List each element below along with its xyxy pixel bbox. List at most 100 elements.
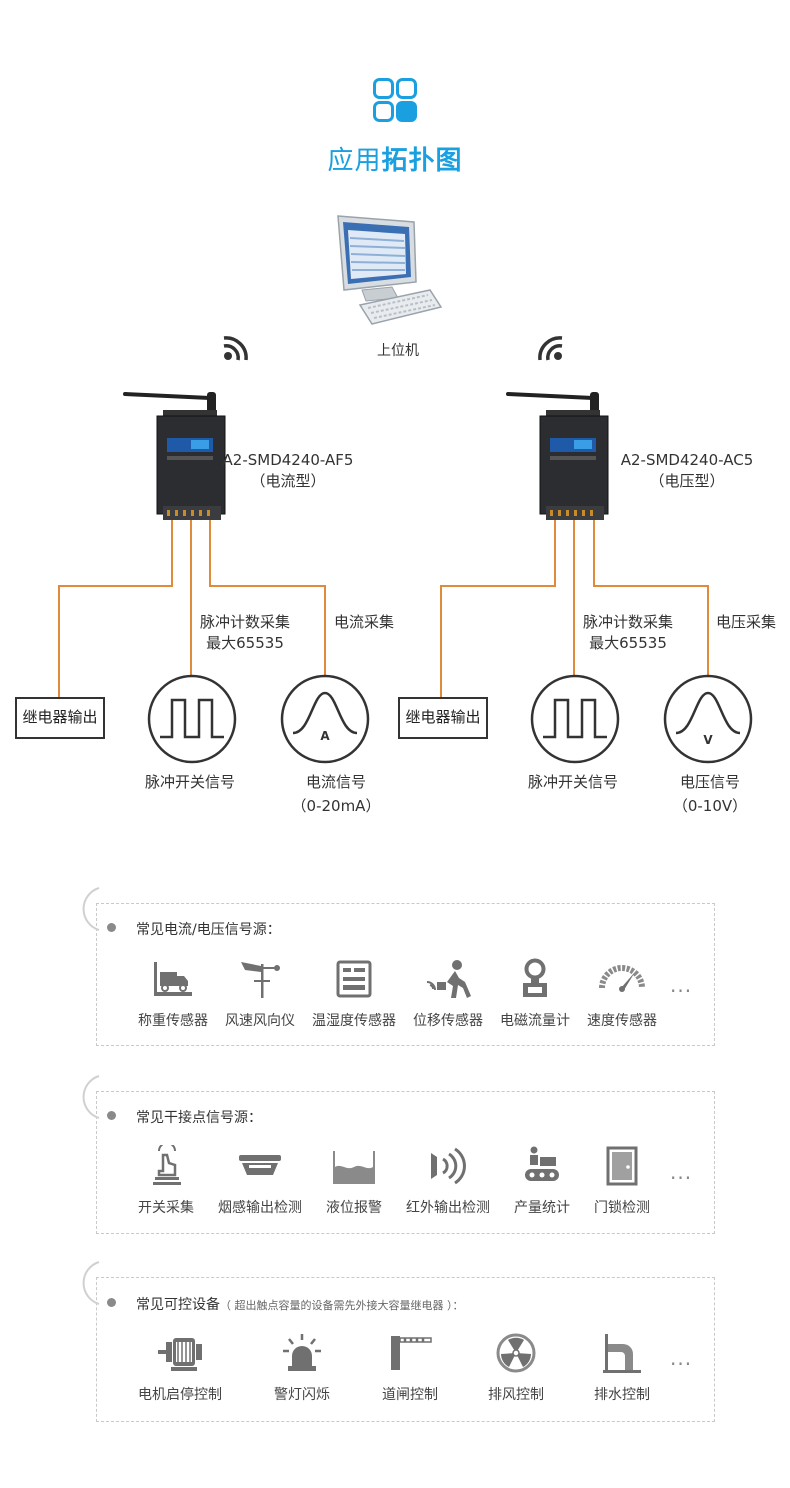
- source-item: 电磁流量计: [487, 958, 583, 1030]
- source-item: 位移传感器: [400, 958, 496, 1030]
- analog-signal-label: 电流信号: [306, 773, 366, 791]
- panel-bullet: [107, 1298, 116, 1307]
- device-type-label: （电压型）: [649, 472, 724, 490]
- page-title: 应用拓扑图: [327, 146, 463, 176]
- analog-signal-range: （0-10V）: [673, 797, 747, 815]
- liquid-level-icon: [333, 1151, 375, 1184]
- panel-bullet: [107, 1111, 116, 1120]
- source-item: 开关采集: [118, 1145, 214, 1217]
- controlled-device-panel: [96, 1277, 715, 1422]
- source-item-label: 称重传感器: [138, 1013, 208, 1029]
- source-item-label: 位移传感器: [413, 1013, 483, 1029]
- flowmeter-icon: [523, 958, 547, 997]
- drain-icon: [603, 1334, 641, 1373]
- wifi-signal-icon: [538, 336, 563, 361]
- source-item-label: 红外输出检测: [406, 1200, 490, 1216]
- device-model-label: A2-SMD4240-AC5: [621, 451, 754, 469]
- device-type-label: （电流型）: [250, 472, 325, 490]
- speed-gauge-icon: [599, 965, 645, 992]
- source-item-label: 门锁检测: [594, 1200, 650, 1216]
- panel-heading: 常见电流/电压信号源：: [136, 922, 281, 938]
- barrier-gate-icon: [391, 1336, 432, 1370]
- device-item: 警灯闪烁: [254, 1332, 350, 1404]
- device-item-label: 警灯闪烁: [274, 1387, 330, 1403]
- topology-diagram: 上位机 A2-SMD4240-AF5 （电流型） A2-SMD4240-AC: [58, 215, 776, 815]
- analog-letter: V: [703, 733, 713, 747]
- host-label: 上位机: [377, 343, 419, 359]
- source-item-label: 开关采集: [138, 1200, 194, 1216]
- more-indicator: ...: [670, 1160, 693, 1184]
- source-item-label: 液位报警: [326, 1200, 382, 1216]
- pulse-caption-max: 最大65535: [206, 634, 284, 652]
- analog-signal-range: （0-20mA）: [292, 797, 381, 815]
- source-item: 风速风向仪: [212, 958, 308, 1030]
- source-item: 烟感输出检测: [212, 1145, 308, 1217]
- smoke-detector-icon: [239, 1155, 281, 1175]
- pulse-caption: 脉冲计数采集: [583, 613, 673, 631]
- door-lock-icon: [606, 1146, 638, 1186]
- more-indicator: ...: [670, 1346, 693, 1370]
- host-computer-icon: [337, 215, 443, 325]
- anemometer-icon: [241, 962, 280, 998]
- push-switch-icon: [153, 1145, 181, 1185]
- source-item: 温湿度传感器: [306, 958, 402, 1030]
- grid-tiles-icon: [373, 78, 417, 126]
- source-item-label: 速度传感器: [587, 1013, 657, 1029]
- device-item: 排风控制: [468, 1332, 564, 1404]
- source-item: 产量统计: [494, 1145, 590, 1217]
- source-item-label: 烟感输出检测: [218, 1200, 302, 1216]
- device-item-label: 排风控制: [488, 1387, 544, 1403]
- pulse-signal-icon: [530, 674, 620, 764]
- source-item-label: 温湿度传感器: [312, 1013, 396, 1029]
- weighing-truck-icon: [154, 962, 192, 996]
- panel-heading: 常见可控设备（ 超出触点容量的设备需先外接大容量继电器 ）：: [136, 1297, 464, 1313]
- analog-caption: 电流采集: [334, 613, 394, 631]
- device-item: 道闸控制: [362, 1332, 458, 1404]
- source-item-label: 风速风向仪: [225, 1013, 295, 1029]
- relay-output-box: 继电器输出: [15, 697, 105, 739]
- more-indicator: ...: [670, 973, 693, 997]
- source-item: 液位报警: [306, 1145, 402, 1217]
- signal-source-panel: [96, 1091, 715, 1234]
- pulse-signal-icon: [147, 674, 237, 764]
- source-item: 称重传感器: [125, 958, 221, 1030]
- panel-bullet: [107, 923, 116, 932]
- source-item-label: 产量统计: [514, 1200, 570, 1216]
- infrared-icon: [431, 1147, 466, 1185]
- displacement-icon: [426, 960, 471, 998]
- panel-bracket-decoration: [82, 1075, 100, 1119]
- exhaust-fan-icon: [496, 1333, 536, 1373]
- panel-heading-note: （ 超出触点容量的设备需先外接大容量继电器 ）：: [220, 1299, 464, 1312]
- device-item-label: 电机启停控制: [138, 1387, 222, 1403]
- device-item: 电机启停控制: [132, 1332, 228, 1404]
- pulse-caption-max: 最大65535: [589, 634, 667, 652]
- warning-light-icon: [283, 1334, 321, 1371]
- relay-output-box: 继电器输出: [398, 697, 488, 739]
- pulse-signal-label: 脉冲开关信号: [528, 773, 618, 791]
- motor-icon: [158, 1338, 202, 1371]
- device-model-label: A2-SMD4240-AF5: [223, 451, 354, 469]
- analog-signal-icon: [280, 674, 370, 764]
- analog-letter: A: [320, 729, 330, 743]
- device-item-label: 排水控制: [594, 1387, 650, 1403]
- signal-wires: [58, 520, 709, 697]
- device-item-label: 道闸控制: [382, 1387, 438, 1403]
- source-item: 门锁检测: [574, 1145, 670, 1217]
- analog-signal-icon: [663, 674, 753, 764]
- panel-bracket-decoration: [82, 887, 100, 931]
- thermo-hygrometer-icon: [336, 960, 372, 998]
- panel-bracket-decoration: [82, 1261, 100, 1305]
- analog-signal-label: 电压信号: [680, 773, 740, 791]
- signal-source-panel: [96, 903, 715, 1046]
- pulse-caption: 脉冲计数采集: [200, 613, 290, 631]
- io-module-device: [123, 392, 226, 520]
- production-count-icon: [525, 1146, 559, 1181]
- source-item: 速度传感器: [574, 958, 670, 1030]
- io-module-device: [506, 392, 609, 520]
- analog-caption: 电压采集: [716, 613, 776, 631]
- pulse-signal-label: 脉冲开关信号: [145, 773, 235, 791]
- panel-heading: 常见干接点信号源：: [136, 1110, 262, 1126]
- source-item: 红外输出检测: [400, 1145, 496, 1217]
- device-item: 排水控制: [574, 1332, 670, 1404]
- source-item-label: 电磁流量计: [500, 1013, 570, 1029]
